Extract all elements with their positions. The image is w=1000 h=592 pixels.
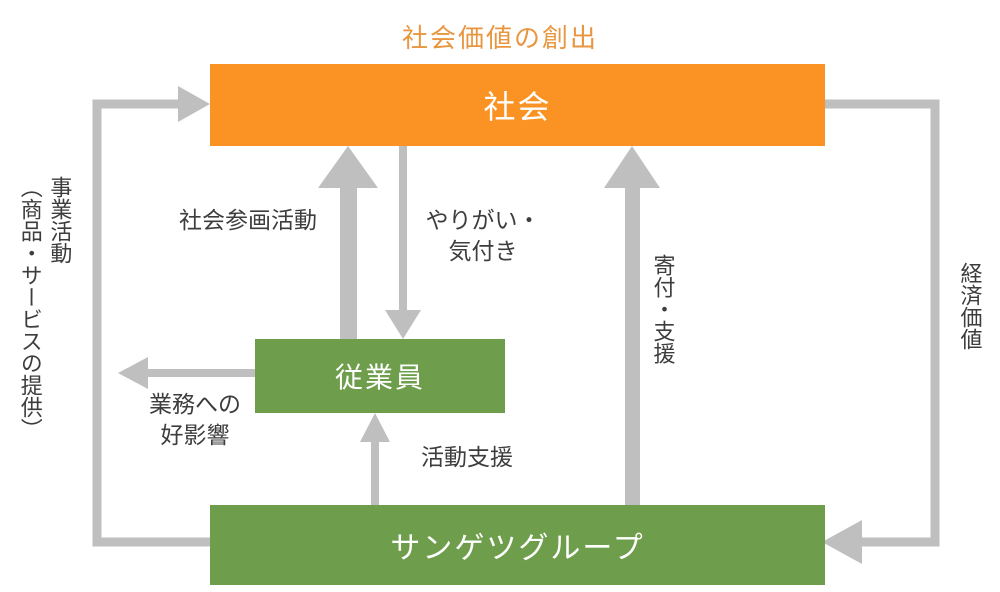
node-employees: 従業員 <box>255 339 505 413</box>
label-business-activity-main: 事業活動 <box>46 176 72 264</box>
arrow-social-participation <box>318 146 378 340</box>
arrow-work-impact <box>118 357 255 389</box>
node-society: 社会 <box>210 64 825 146</box>
label-fulfillment-awareness: やりがい・ 気付き <box>425 208 541 266</box>
label-activity-support: 活動支援 <box>421 445 513 471</box>
node-sangetsu-group: サンゲツグループ <box>210 505 825 585</box>
label-economic-value: 経済価値 <box>956 262 982 350</box>
arrow-business-activity <box>92 86 210 547</box>
arrow-activity-support <box>360 413 390 505</box>
label-business-activity-sub: （商品・サービスの提供） <box>16 176 42 440</box>
label-social-participation: 社会参画活動 <box>179 208 317 234</box>
label-work-impact: 業務への 好影響 <box>149 392 241 450</box>
diagram-title: 社会価値の創出 <box>401 24 598 54</box>
arrow-donation-support <box>604 146 660 505</box>
arrow-fulfillment <box>385 146 421 339</box>
label-donation-support: 寄付・支援 <box>649 254 675 364</box>
label-business-activity: 事業活動 （商品・サービスの提供） <box>14 176 73 466</box>
arrow-economic-value <box>822 99 940 564</box>
